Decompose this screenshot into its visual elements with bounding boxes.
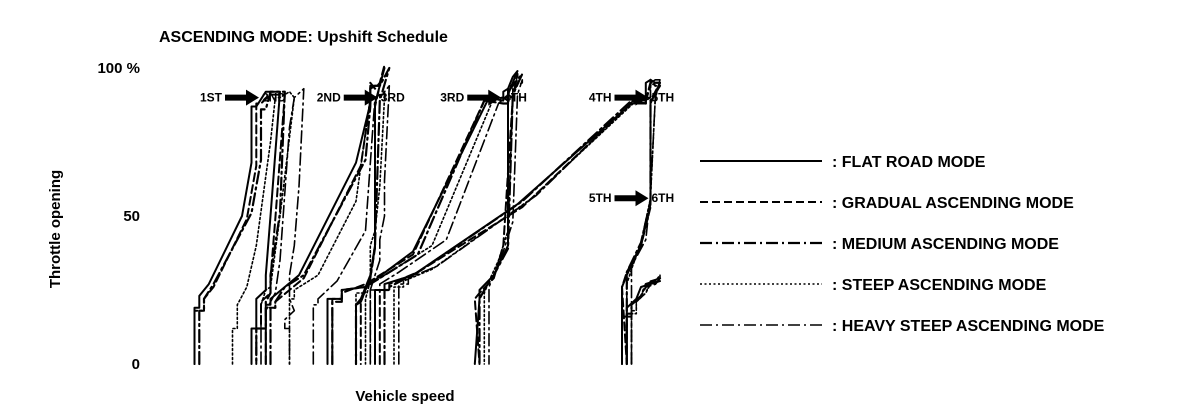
- y-tick-label: 100 %: [97, 60, 140, 77]
- shift-to-label: 3RD: [381, 91, 405, 105]
- x-axis-label: Vehicle speed: [355, 388, 454, 405]
- shift-curve-20: [397, 79, 661, 365]
- shift-arrow-icon: [343, 89, 378, 106]
- shift-curve-15: [369, 79, 524, 365]
- shift-curve-4: [231, 90, 296, 365]
- shift-arrow-icon: [614, 89, 649, 106]
- legend-item-4: : STEEP ASCENDING MODE: [700, 277, 1047, 294]
- shift-from-label: 4TH: [589, 91, 612, 105]
- legend-item-3: : MEDIUM ASCENDING MODE: [700, 236, 1059, 253]
- shift-label-2: 2ND 3RD: [317, 89, 405, 106]
- shift-label-3: 3RD 4TH: [440, 89, 527, 106]
- shift-label-1: 1ST 2ND: [200, 89, 286, 106]
- shift-to-label: 4TH: [504, 91, 527, 105]
- shift-to-label: 5TH: [652, 91, 675, 105]
- y-axis-label: Throttle opening: [47, 170, 64, 288]
- shift-curves: [193, 64, 662, 366]
- shift-curve-9: [288, 90, 386, 365]
- legend-item-2: : GRADUAL ASCENDING MODE: [700, 195, 1074, 212]
- shift-curve-10: [312, 85, 391, 365]
- legend-label: : GRADUAL ASCENDING MODE: [832, 195, 1074, 212]
- legend-item-1: : FLAT ROAD MODE: [700, 154, 986, 171]
- shift-from-label: 3RD: [440, 91, 464, 105]
- shift-curve-19: [393, 82, 661, 365]
- y-tick-labels: 0 50 100 %: [97, 60, 140, 373]
- y-tick-label: 50: [123, 208, 140, 225]
- shift-to-label: 2ND: [262, 91, 286, 105]
- legend-label: : FLAT ROAD MODE: [832, 154, 986, 171]
- shift-curve-3: [198, 90, 286, 366]
- shift-arrow-icon: [225, 89, 259, 106]
- shift-arrow-icon: [467, 89, 502, 106]
- legend-label: : STEEP ASCENDING MODE: [832, 277, 1047, 294]
- shift-curve-14: [355, 82, 519, 365]
- shift-curve-25: [630, 274, 661, 365]
- legend-label: : HEAVY STEEP ASCENDING MODE: [832, 318, 1105, 335]
- shift-curve-1: [193, 90, 281, 365]
- shift-from-label: 2ND: [317, 91, 341, 105]
- shift-to-label: 6TH: [652, 191, 675, 205]
- shift-from-label: 5TH: [589, 191, 612, 205]
- shift-label-4: 4TH 5TH: [589, 89, 675, 106]
- shift-markers: 1ST 2ND 2ND 3RD 3RD 4TH 4TH 5TH 5TH 6TH: [200, 89, 675, 207]
- shift-arrow-icon: [614, 190, 649, 207]
- shift-curve-16: [374, 78, 661, 365]
- legend-label: : MEDIUM ASCENDING MODE: [832, 236, 1059, 253]
- chart-title: ASCENDING MODE: Upshift Schedule: [159, 29, 448, 46]
- shift-from-label: 1ST: [200, 91, 223, 105]
- legend-item-5: : HEAVY STEEP ASCENDING MODE: [700, 318, 1105, 335]
- shift-curve-17: [378, 81, 661, 365]
- y-tick-label: 0: [132, 356, 140, 373]
- legend: : FLAT ROAD MODE : GRADUAL ASCENDING MODE…: [700, 154, 1105, 335]
- shift-label-5: 5TH 6TH: [589, 190, 675, 207]
- shift-curve-18: [383, 78, 662, 366]
